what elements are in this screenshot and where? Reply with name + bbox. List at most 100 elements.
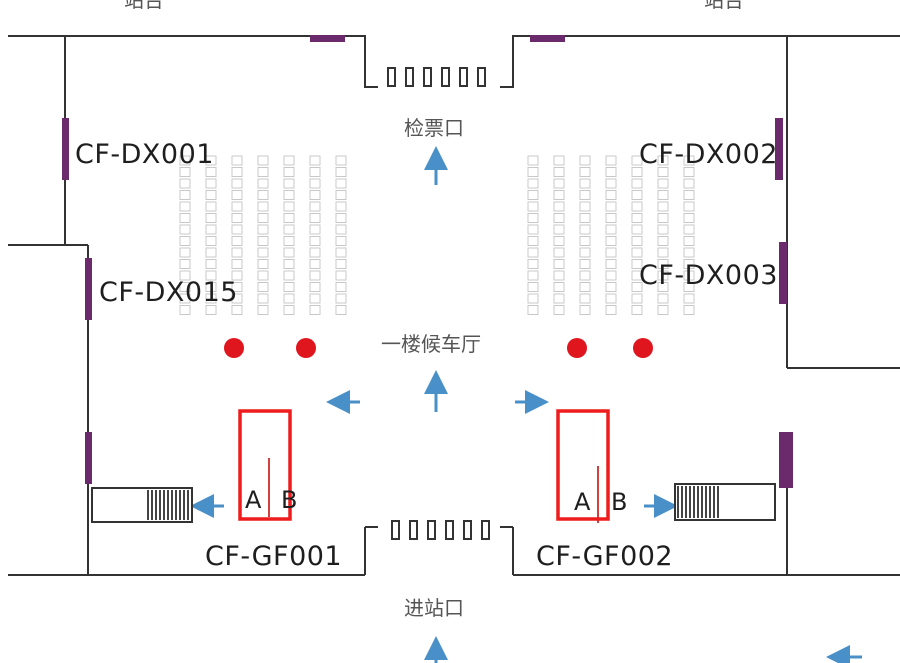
gate-b-label-right: B [611,488,628,516]
seat [527,270,539,281]
seat [683,190,695,200]
seat [683,247,695,258]
seat [309,167,321,177]
seat [605,236,617,246]
seat [335,247,347,258]
seat [205,167,217,177]
waiting-hall-label: 一楼候车厅 [381,332,481,356]
seat [657,270,669,281]
seat [205,224,217,235]
seat [553,178,565,189]
entrance-gates [391,520,490,540]
seat [205,236,217,246]
seat [631,270,643,281]
seat [335,259,347,269]
seat [605,305,617,315]
seat [631,213,643,223]
seat [257,167,269,177]
seat [205,190,217,200]
seat [631,155,643,166]
seat [335,167,347,177]
seat [683,293,695,304]
gate-b-label-left: B [281,486,298,514]
seat [605,213,617,223]
ticket-gates-top [387,67,486,87]
seat [527,178,539,189]
door-marker [85,432,92,484]
seat [257,201,269,212]
seat [335,178,347,189]
seat [605,201,617,212]
seat [231,282,243,292]
seat [179,282,191,292]
seat [631,247,643,258]
seat [179,178,191,189]
seat [257,247,269,258]
seat [309,178,321,189]
ticket-check-label: 检票口 [404,116,464,140]
door-marker [85,258,92,320]
seat [335,282,347,292]
door-label-dx001: CF-DX001 [75,139,214,170]
seat [231,178,243,189]
seat [683,305,695,315]
seat [605,282,617,292]
seat [283,167,295,177]
seat [579,155,591,166]
seat [205,178,217,189]
seat [527,236,539,246]
seat [283,213,295,223]
door-label-dx015: CF-DX015 [99,277,238,308]
door-label-dx002: CF-DX002 [639,139,778,170]
seat [657,155,669,166]
gate-a-label-right: A [574,488,591,516]
seat [553,155,565,166]
gate-a-label-left: A [245,486,262,514]
seat [283,305,295,315]
seat [179,155,191,166]
seat [579,190,591,200]
seat [257,213,269,223]
seat [231,190,243,200]
seat [579,247,591,258]
seat [205,213,217,223]
seat [257,305,269,315]
seat [231,155,243,166]
seat [683,213,695,223]
seat [335,270,347,281]
seat [335,201,347,212]
seat [309,259,321,269]
red-dot-marker [567,338,587,358]
seat [657,224,669,235]
seat [205,201,217,212]
seat [257,282,269,292]
seat [283,178,295,189]
seat [527,305,539,315]
seat [683,270,695,281]
seat [631,259,643,269]
seat [257,224,269,235]
entrance-label: 进站口 [404,596,464,620]
seat [553,213,565,223]
stairs-icon [674,483,776,521]
seat [579,201,591,212]
seat [553,224,565,235]
seat [335,293,347,304]
seat [553,270,565,281]
seat [231,305,243,315]
seat [631,224,643,235]
door-marker [530,35,565,42]
seat [579,236,591,246]
platform-label-left: 站台 [124,0,164,12]
seat [683,224,695,235]
seat [309,305,321,315]
seat [657,190,669,200]
seat [205,293,217,304]
seat [579,305,591,315]
seat [231,224,243,235]
point-markers [224,338,653,358]
seat [257,236,269,246]
door-marker [779,432,793,488]
seat [657,213,669,223]
